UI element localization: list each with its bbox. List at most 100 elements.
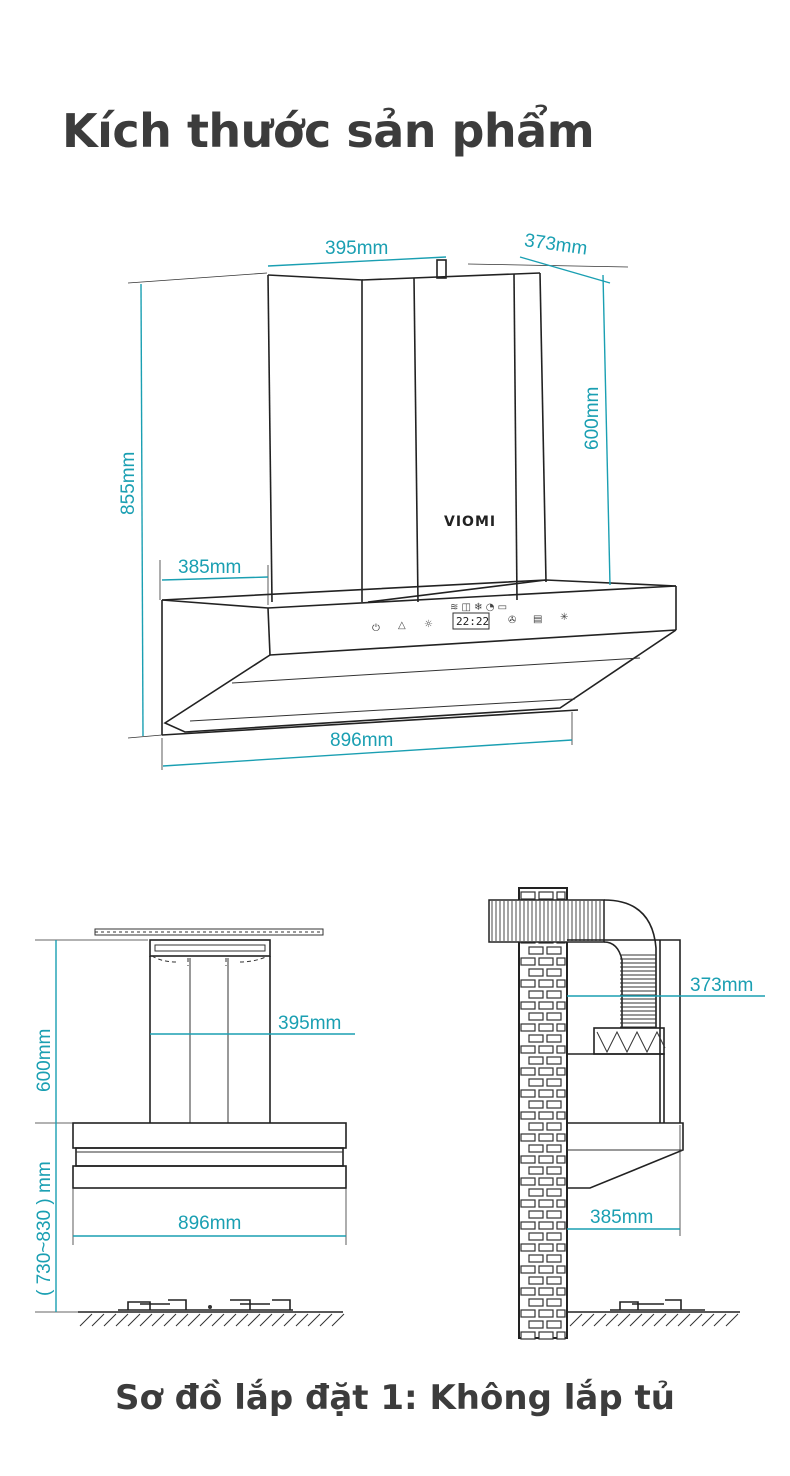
brick — [556, 1199, 566, 1208]
brick — [556, 1045, 566, 1054]
brick — [546, 1232, 562, 1241]
brick — [556, 1155, 566, 1164]
brick-wall — [518, 887, 568, 1340]
brick — [528, 1122, 544, 1131]
brick — [556, 1089, 566, 1098]
svg-text:373mm: 373mm — [690, 975, 753, 996]
brick — [556, 1067, 566, 1076]
brick — [520, 1155, 536, 1164]
brick — [538, 1221, 554, 1230]
brick — [528, 1298, 544, 1307]
brick — [520, 1199, 536, 1208]
svg-text:896mm: 896mm — [178, 1213, 241, 1234]
svg-text:373mm: 373mm — [523, 230, 589, 260]
brick — [538, 1067, 554, 1076]
dim-depth: 373mm — [519, 230, 611, 284]
brick — [520, 1265, 536, 1274]
brick — [556, 1111, 566, 1120]
svg-text:855mm: 855mm — [118, 452, 139, 515]
brick — [546, 1056, 562, 1065]
dim-mount-height: ( 730~830 ) mm — [34, 1123, 57, 1312]
brick — [556, 1309, 566, 1318]
brick — [556, 1023, 566, 1032]
brick — [528, 1320, 544, 1329]
brick — [556, 1287, 566, 1296]
brick — [546, 1210, 562, 1219]
dim-total-height: 855mm — [118, 283, 144, 737]
cooktop-front — [118, 1299, 293, 1311]
brick — [520, 1133, 536, 1142]
brick — [556, 1265, 566, 1274]
brick — [520, 1177, 536, 1186]
svg-text:385mm: 385mm — [178, 557, 241, 578]
brick — [520, 891, 536, 900]
brick — [556, 979, 566, 988]
brick — [546, 946, 562, 955]
brick — [520, 1331, 536, 1340]
brick — [546, 1122, 562, 1131]
brick — [528, 968, 544, 977]
brick — [538, 1243, 554, 1252]
brick — [528, 990, 544, 999]
brick — [546, 1276, 562, 1285]
brick — [538, 1265, 554, 1274]
brick — [528, 1144, 544, 1153]
brick — [520, 1111, 536, 1120]
brick — [538, 891, 554, 900]
brick — [556, 1133, 566, 1142]
power-icon[interactable]: ⏻ — [372, 623, 380, 634]
brick — [520, 1045, 536, 1054]
svg-text:395mm: 395mm — [278, 1013, 341, 1034]
clean-icon[interactable]: ✳ — [560, 612, 568, 623]
brick — [528, 1166, 544, 1175]
dim-front-chimney-height: 600mm — [34, 940, 57, 1123]
svg-text:385mm: 385mm — [590, 1207, 653, 1228]
brick — [538, 1177, 554, 1186]
brick — [520, 1023, 536, 1032]
svg-text:600mm: 600mm — [582, 387, 603, 450]
brick — [520, 1243, 536, 1252]
brick — [528, 1100, 544, 1109]
brick — [520, 979, 536, 988]
brightness-icon[interactable]: ☼ — [424, 619, 433, 630]
brick — [546, 968, 562, 977]
brick — [538, 1331, 554, 1340]
install-caption: Sơ đồ lắp đặt 1: Không lắp tủ — [115, 1378, 675, 1418]
brick — [538, 1309, 554, 1318]
mode-icon[interactable]: ▤ — [533, 614, 542, 625]
brick — [556, 1177, 566, 1186]
brick — [528, 1188, 544, 1197]
brick — [556, 1001, 566, 1010]
status-icons: ≋ ◫ ❄ ◔ ▭ — [450, 602, 507, 613]
brick — [556, 1243, 566, 1252]
brick — [546, 1320, 562, 1329]
chimney — [267, 259, 547, 603]
brick — [546, 1012, 562, 1021]
front-install-view: 600mm 395mm 896mm ( 730~830 ) mm — [34, 928, 355, 1327]
light-icon[interactable]: △ — [398, 620, 406, 631]
brick — [528, 1210, 544, 1219]
svg-text:395mm: 395mm — [325, 238, 388, 259]
control-panel: ⏻ △ ☼ 22:22 ≋ ◫ ❄ ◔ ▭ ✇ ▤ ✳ — [372, 602, 568, 634]
svg-text:896mm: 896mm — [330, 730, 393, 751]
brick — [538, 1133, 554, 1142]
brick — [520, 1067, 536, 1076]
brick — [546, 1188, 562, 1197]
brick — [520, 1089, 536, 1098]
brick — [520, 957, 536, 966]
brick — [538, 1111, 554, 1120]
brick — [556, 957, 566, 966]
dim-front-overhang: 385mm — [161, 557, 269, 581]
brick — [546, 1298, 562, 1307]
brick — [538, 1089, 554, 1098]
fan-icon[interactable]: ✇ — [508, 615, 516, 626]
brick — [556, 1221, 566, 1230]
brick — [546, 1100, 562, 1109]
brick — [528, 1056, 544, 1065]
brick — [528, 1034, 544, 1043]
brick — [520, 1309, 536, 1318]
dim-chimney-height: 600mm — [582, 274, 611, 586]
side-install-view: 373mm 385mm — [488, 887, 765, 1340]
dim-front-chimney-width: 395mm — [150, 1013, 355, 1035]
